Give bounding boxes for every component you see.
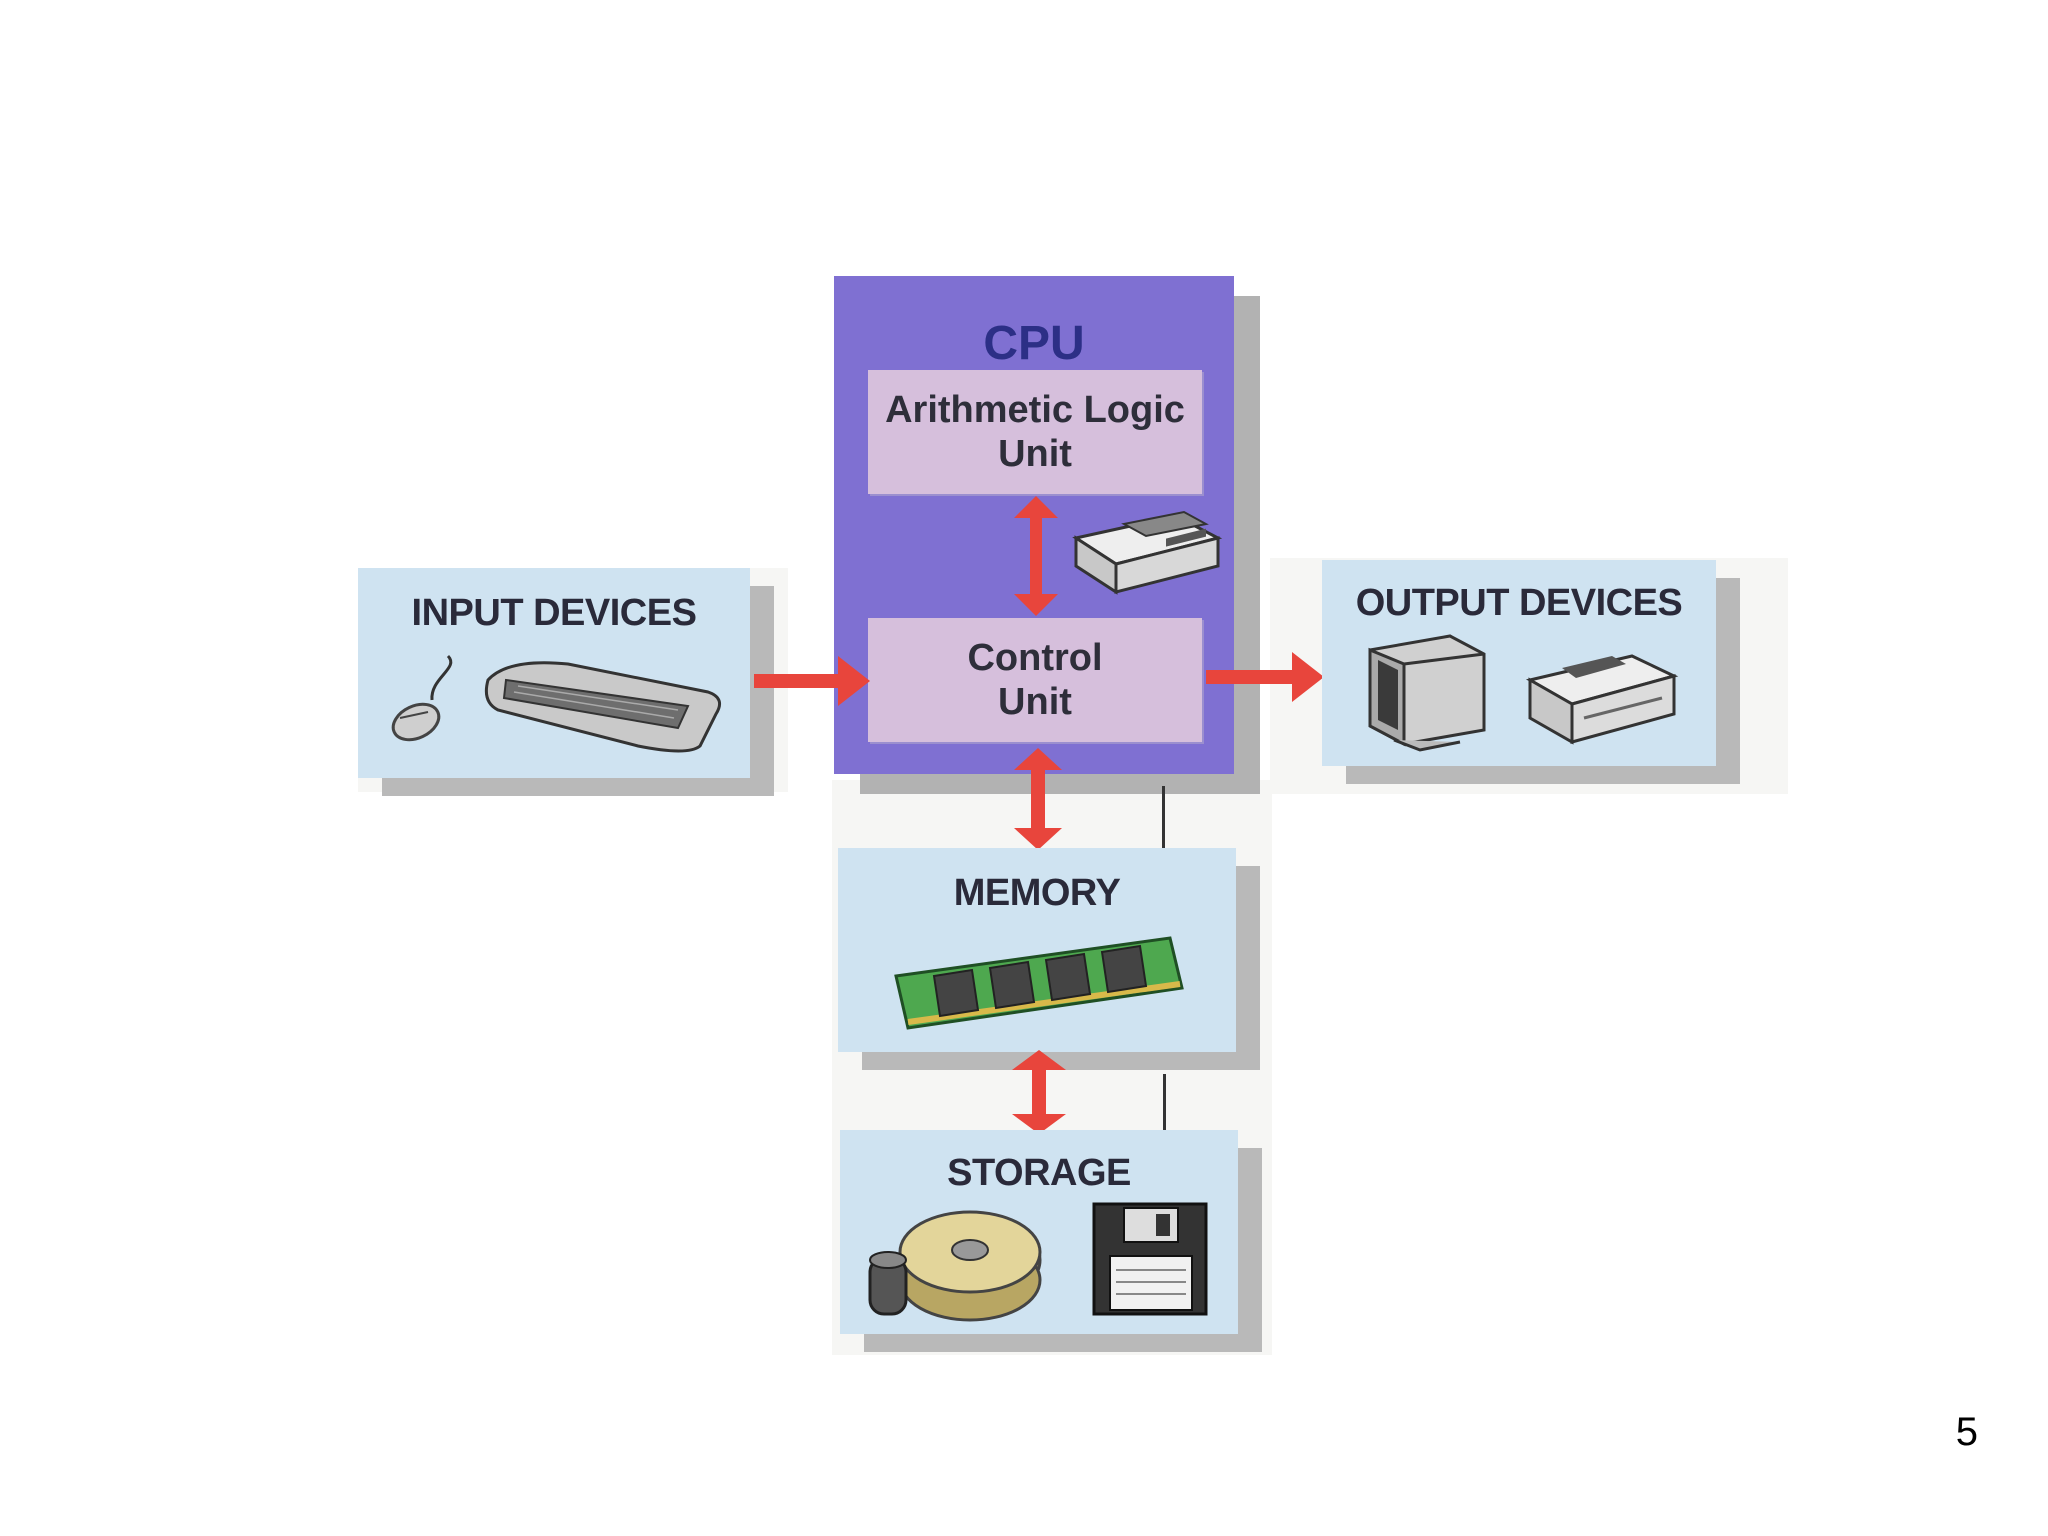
storage-box: STORAGE xyxy=(840,1130,1238,1334)
printer-icon xyxy=(1525,654,1679,745)
memory-title: MEMORY xyxy=(953,872,1121,914)
input-to-control-arrow xyxy=(754,656,870,706)
control-to-output-arrow xyxy=(1206,652,1324,702)
memory-box: MEMORY xyxy=(838,848,1236,1052)
alu-control-arrow xyxy=(1014,496,1058,616)
control-memory-arrow xyxy=(1014,748,1062,850)
output-devices-box: OUTPUT DEVICES xyxy=(1322,560,1716,766)
control-unit-box: Control Unit xyxy=(868,618,1202,742)
divider-line-2 xyxy=(1163,1074,1166,1130)
cpu-title: CPU xyxy=(983,317,1085,370)
divider-line-1 xyxy=(1162,786,1165,850)
monitor-icon xyxy=(1368,634,1486,752)
storage-title: STORAGE xyxy=(947,1152,1131,1194)
hard-disk-icon xyxy=(868,1210,1042,1322)
output-devices-title: OUTPUT DEVICES xyxy=(1355,582,1683,624)
mouse-icon xyxy=(391,654,453,742)
input-devices-title: INPUT DEVICES xyxy=(411,592,697,634)
cpu-unit-icon xyxy=(1072,510,1223,595)
keyboard-icon xyxy=(484,661,722,753)
alu-box: Arithmetic Logic Unit xyxy=(868,370,1202,494)
page-number: 5 xyxy=(1955,1410,1978,1454)
memory-storage-arrow xyxy=(1012,1050,1066,1134)
ram-module-icon xyxy=(894,936,1184,1030)
cpu-box: CPU Arithmetic Logic Unit Control Unit xyxy=(834,276,1234,774)
input-devices-box: INPUT DEVICES xyxy=(358,568,750,778)
floppy-disk-icon xyxy=(1092,1202,1208,1316)
